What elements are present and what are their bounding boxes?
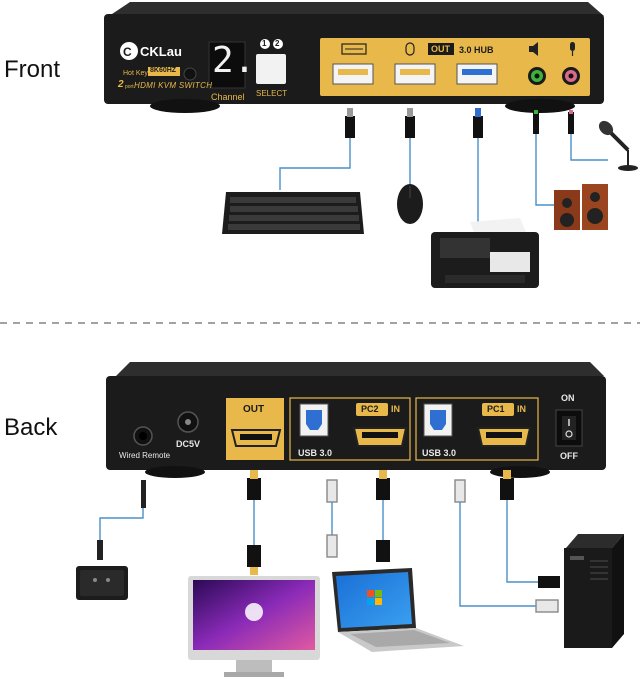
usb-b-port-1 [423, 403, 453, 437]
back-section-label: Back [4, 414, 58, 441]
wired-remote-label: Wired Remote [119, 451, 171, 460]
front-port-panel [320, 38, 590, 96]
wired-remote [76, 566, 128, 600]
windows-logo-icon [367, 590, 382, 605]
brand-logo-icon [120, 42, 138, 60]
switch-off-label: OFF [560, 451, 578, 461]
pc2-in-label: IN [391, 404, 400, 414]
out-label-back: OUT [243, 404, 265, 415]
product-line: HDMI KVM SWITCH [134, 81, 213, 90]
speakers [554, 184, 608, 230]
back-cables [97, 470, 560, 613]
usb-label-2: USB 3.0 [298, 448, 333, 458]
front-section-label: Front [4, 56, 61, 83]
usb-label-1: USB 3.0 [422, 448, 457, 458]
select-label: SELECT [256, 89, 288, 98]
back-kvm-device [106, 362, 606, 478]
speaker-icon [529, 42, 538, 56]
desktop-pc [564, 534, 624, 648]
hdmi-pc1-port [476, 427, 532, 447]
front-kvm-device: C [104, 2, 604, 113]
pc2-label: PC2 [361, 404, 379, 414]
select-button[interactable] [256, 54, 286, 84]
select-button-shape [256, 54, 286, 84]
channel-digit: 2. [212, 40, 256, 81]
hdmi-out-port [230, 429, 282, 447]
product-suffix: port [125, 84, 134, 90]
keyboard [222, 192, 364, 234]
svg-text:C: C [123, 45, 132, 59]
pc1-label: PC1 [487, 404, 505, 414]
keyboard-icon [341, 43, 367, 55]
switch-on-label: ON [561, 393, 575, 403]
usb-b-port-2 [299, 403, 329, 437]
channel-label: Channel [211, 92, 245, 102]
out-badge-front: OUT [431, 44, 450, 54]
microphone [598, 120, 638, 171]
hub-label: 3.0 HUB [459, 45, 494, 55]
microphone-icon [570, 42, 575, 51]
product-prefix: 2 [118, 79, 124, 90]
select-number-1: 1 [262, 39, 267, 48]
brand-logo-text: CKLau [140, 44, 182, 59]
select-number-2: 2 [275, 39, 280, 48]
hotkey-label: Hot Key ON/OFF [123, 70, 177, 77]
printer [431, 218, 539, 288]
front-cables [279, 108, 608, 225]
hdmi-pc2-port [352, 427, 408, 447]
mouse-icon [405, 42, 415, 56]
laptop [332, 568, 464, 652]
monitor [188, 576, 320, 677]
mouse [397, 184, 423, 224]
channel-display [208, 41, 246, 89]
resolution-badge [148, 67, 180, 76]
apple-logo-icon [245, 603, 263, 621]
resolution-badge-text: 8K60HZ [150, 67, 177, 74]
pc1-in-label: IN [517, 404, 526, 414]
power-label: DC5V [176, 439, 201, 449]
